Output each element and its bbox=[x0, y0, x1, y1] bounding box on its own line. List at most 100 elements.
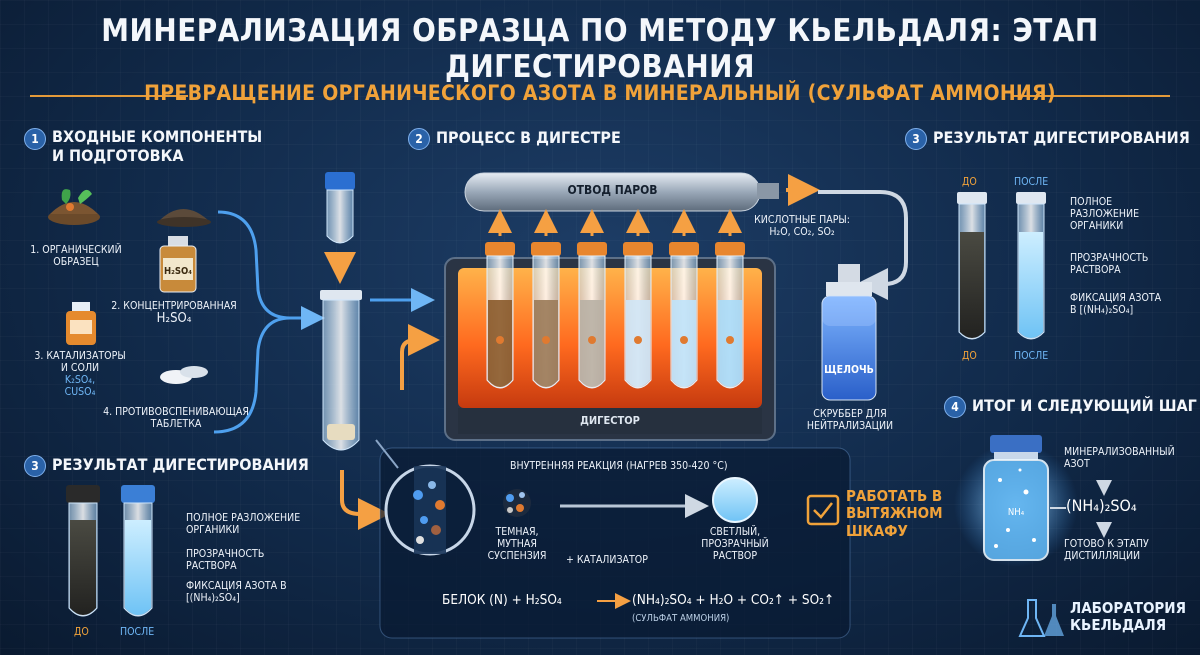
section-2-badge: 2 bbox=[408, 128, 430, 150]
section-3-bottom-badge: 3 bbox=[24, 455, 46, 477]
safety-line2: вытяжном bbox=[846, 504, 943, 523]
equation-right: (NH₄)₂SO₄ + H₂O + CO₂↑ + SO₂↑ bbox=[632, 592, 835, 608]
result-note-top-1: Полное разложение органики bbox=[1070, 196, 1140, 233]
input-item-3-label: 3. Катализаторы и соли K₂SO₄, CuSO₄ bbox=[28, 350, 132, 398]
mineral-label: Минерализованный азот bbox=[1064, 446, 1175, 470]
to-reaction-arrow bbox=[340, 470, 390, 530]
powder-icon bbox=[157, 209, 211, 227]
reaction-before-label: Темная, мутная суспензия bbox=[474, 526, 560, 562]
scrubber-bottle-label: Щелочь bbox=[824, 364, 874, 376]
before-label-top: До bbox=[962, 176, 977, 188]
reaction-title: Внутренняя реакция (нагрев 350-420 °C) bbox=[510, 460, 728, 472]
molecule bbox=[588, 336, 596, 344]
reaction-before-line1: Темная, bbox=[495, 526, 539, 538]
molecule bbox=[726, 336, 734, 344]
section-1-badge: 1 bbox=[24, 128, 46, 150]
input-item-4-line2: таблетка bbox=[150, 418, 202, 431]
result-note-top-2: Прозрачность раствора bbox=[1070, 252, 1149, 277]
vapor-arrows bbox=[488, 209, 742, 236]
vapor-pipe bbox=[464, 172, 779, 212]
before-label-bottom: До bbox=[74, 626, 89, 638]
page-title: Минерализация образца по методу Кьельдал… bbox=[101, 13, 1099, 85]
input-item-4-label: 4. Противовспенивающая таблетка bbox=[100, 406, 252, 430]
vial-label: NH₄ bbox=[1007, 507, 1025, 518]
section-4-title: Итог и следующий шаг bbox=[972, 396, 1197, 415]
tube-cap bbox=[669, 242, 699, 256]
reaction-catalyst-label: + Катализатор bbox=[566, 554, 648, 566]
reaction-after-line2: прозрачный bbox=[701, 538, 769, 551]
input-item-3-formula1: K₂SO₄, bbox=[64, 374, 96, 387]
next-step-line2: дистилляции bbox=[1064, 550, 1141, 563]
result-tubes-top bbox=[957, 192, 1046, 340]
before-label-top-bottom: До bbox=[962, 350, 977, 362]
subtitle-rule-right bbox=[1012, 95, 1170, 97]
reaction-after-line1: Светлый, bbox=[709, 526, 761, 538]
section-3-bottom-title: Результат дигестирования bbox=[52, 455, 309, 474]
input-item-3-formula2: CuSO₄ bbox=[64, 386, 96, 399]
reaction-after-label: Светлый, прозрачный раствор bbox=[686, 526, 784, 562]
acid-vapors-line1: Кислотные пары: bbox=[754, 214, 850, 226]
safety-line3: шкафу bbox=[846, 521, 908, 540]
final-formula: (NH₄)₂SO₄ bbox=[1066, 496, 1137, 515]
next-step-label: Готово к этапу дистилляции bbox=[1064, 538, 1174, 562]
scrubber-caption: Скруббер для нейтрализации bbox=[800, 408, 900, 432]
input-item-1-label: 1. Органический образец bbox=[30, 244, 122, 269]
next-step-line1: Готово к этапу bbox=[1064, 538, 1149, 550]
acid-bottle-icon bbox=[159, 236, 197, 293]
input-item-2-label: 2. Концентрированная H₂SO₄ bbox=[108, 300, 240, 327]
molecule bbox=[680, 336, 688, 344]
tube-cap bbox=[577, 242, 607, 256]
reaction-after-line3: раствор bbox=[712, 550, 758, 563]
subtitle-rule-left bbox=[30, 95, 188, 97]
equation-note: (Сульфат аммония) bbox=[632, 613, 730, 624]
digestor-label: Дигестор bbox=[580, 414, 640, 427]
acid-bottle-label: H₂SO₄ bbox=[163, 266, 193, 277]
result-note-bottom-2: Прозрачность раствора bbox=[186, 548, 265, 573]
branding: Лаборатория Кьельдаля bbox=[1070, 599, 1190, 635]
section-1-title: Входные компоненты и подготовка bbox=[52, 127, 262, 165]
after-label-bottom: После bbox=[120, 626, 155, 638]
catalyst-bottle-icon bbox=[66, 302, 96, 345]
scrubber-caption-line2: нейтрализации bbox=[806, 420, 894, 433]
scrubber-caption-line1: Скруббер для bbox=[813, 408, 887, 420]
input-item-2-line2: H₂SO₄ bbox=[156, 311, 192, 327]
tube-cap bbox=[623, 242, 653, 256]
section-3-top-title: Результат дигестирования bbox=[933, 128, 1190, 147]
after-label-top: После bbox=[1014, 176, 1049, 188]
section-1-title-line2: и подготовка bbox=[52, 146, 184, 166]
prepared-tube-icon bbox=[320, 290, 362, 451]
molecule bbox=[542, 336, 550, 344]
result-note-top-3: Фиксация азота в [(NH₄)₂SO₄] bbox=[1070, 292, 1162, 317]
safety-note: Работать в вытяжном шкафу bbox=[846, 487, 946, 540]
reaction-before-line3: суспензия bbox=[487, 550, 547, 563]
result-note-bottom-1: Полное разложение органики bbox=[186, 512, 301, 537]
after-label-top-bottom: После bbox=[1014, 350, 1049, 362]
final-vial bbox=[954, 435, 1112, 567]
input-item-2-line1: 2. Концентрированная bbox=[111, 300, 237, 312]
section-2-title: Процесс в дигестре bbox=[436, 128, 621, 147]
tube-cap bbox=[715, 242, 745, 256]
molecule bbox=[496, 336, 504, 344]
molecule bbox=[634, 336, 642, 344]
section-4-badge: 4 bbox=[944, 396, 966, 418]
reaction-panel bbox=[375, 439, 851, 639]
input-item-3-line1: 3. Катализаторы bbox=[34, 350, 126, 362]
scrubber-loop-arrow bbox=[818, 190, 908, 300]
lab-logo-icon bbox=[1018, 599, 1064, 637]
section-1-title-line1: Входные компоненты bbox=[52, 127, 263, 146]
result-tubes-bottom bbox=[66, 485, 155, 617]
equation-left: Белок (N) + H₂SO₄ bbox=[442, 592, 562, 608]
vapor-pipe-label: Отвод паров bbox=[567, 183, 658, 197]
acid-vapors-line2: H₂O, CO₂, SO₂ bbox=[769, 226, 835, 239]
antifoam-tablet-icon bbox=[160, 366, 208, 384]
heat-arrow bbox=[400, 324, 440, 390]
result-note-bottom-3: Фиксация азота в [(NH₄)₂SO₄] bbox=[186, 580, 287, 605]
fume-hood-icon bbox=[806, 494, 840, 526]
tube-cap bbox=[485, 242, 515, 256]
page-subtitle: Превращение органического азота в минера… bbox=[144, 81, 1056, 105]
tube-cap bbox=[531, 242, 561, 256]
acid-vapors-label: Кислотные пары: H₂O, CO₂, SO₂ bbox=[752, 214, 852, 238]
branding-line1: Лаборатория bbox=[1070, 599, 1186, 617]
safety-line1: Работать в bbox=[846, 487, 943, 505]
